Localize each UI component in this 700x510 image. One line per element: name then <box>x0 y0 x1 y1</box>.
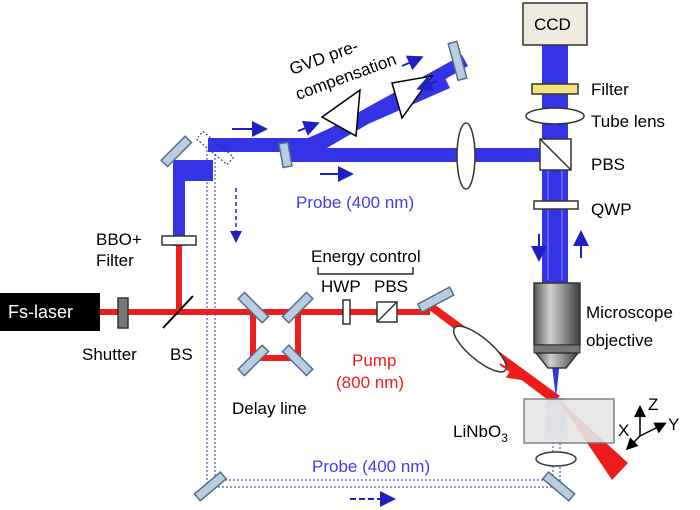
lower-left-mirror <box>193 470 228 502</box>
shutter-label: Shutter <box>82 345 137 364</box>
pbs-probe-cube <box>539 138 572 171</box>
filter-label: Filter <box>591 80 629 99</box>
axis-y-label: Y <box>668 415 679 434</box>
pbs-pump-cube <box>376 301 398 323</box>
beam-splitter <box>162 295 194 329</box>
qwp-plate <box>533 200 579 210</box>
sample-crystal <box>523 398 615 444</box>
gvd-arrow-back <box>416 76 438 91</box>
pbs-probe-label: PBS <box>591 155 625 174</box>
fs-laser-label: Fs-laser <box>8 302 73 322</box>
bbo-label-1: BBO+ <box>96 230 142 249</box>
lower-lens <box>535 451 577 467</box>
ccd-label: CCD <box>534 15 571 34</box>
delay-line-label: Delay line <box>232 399 307 418</box>
bs-label: BS <box>170 345 193 364</box>
pump-label-1: Pump <box>352 351 396 370</box>
fs-laser-box <box>0 293 100 331</box>
upper-left-mirror <box>160 135 193 168</box>
axis-z-label: Z <box>648 395 658 414</box>
bbo-filter-element <box>161 235 197 246</box>
pump-focus-lens <box>453 325 507 373</box>
delay-mirror-1 <box>237 291 270 324</box>
sample-label: LiNbO3 <box>453 422 508 445</box>
hwp-plate <box>342 299 351 325</box>
tube-lens <box>525 107 585 125</box>
tube-lens-label: Tube lens <box>591 112 665 131</box>
lower-right-mirror <box>541 470 576 502</box>
pump-steering-mirror <box>416 286 455 313</box>
coordinate-axes <box>625 405 667 451</box>
gvd-pickoff-mirror <box>278 141 293 169</box>
probe-label-upper: Probe (400 nm) <box>296 193 414 212</box>
bbo-label-2: Filter <box>96 251 134 270</box>
shutter-block <box>117 297 129 329</box>
pump-direction-arrow <box>499 363 524 381</box>
delay-mirror-4 <box>281 291 314 324</box>
microscope-objective <box>533 282 581 369</box>
gvd-prism-1 <box>320 88 361 138</box>
gvd-end-mirror <box>447 40 468 82</box>
energy-control-bracket <box>317 267 414 275</box>
ccd-camera <box>522 2 588 46</box>
delay-mirror-3 <box>281 344 314 377</box>
energy-control-label: Energy control <box>311 247 421 266</box>
objective-label-2: objective <box>586 331 653 350</box>
hwp-label: HWP <box>321 277 361 296</box>
pbs-pump-label: PBS <box>374 277 408 296</box>
probe-label-lower: Probe (400 nm) <box>312 457 430 476</box>
objective-label-1: Microscope <box>586 303 673 322</box>
probe-arrow-gvd <box>297 120 320 136</box>
gvd-arrow-out <box>401 55 424 71</box>
axis-x-label: X <box>618 421 629 440</box>
delay-mirror-2 <box>237 344 270 377</box>
qwp-label: QWP <box>591 200 632 219</box>
pump-label-2: (800 nm) <box>336 373 404 392</box>
probe-lens <box>456 122 476 190</box>
yellow-filter <box>531 83 579 95</box>
